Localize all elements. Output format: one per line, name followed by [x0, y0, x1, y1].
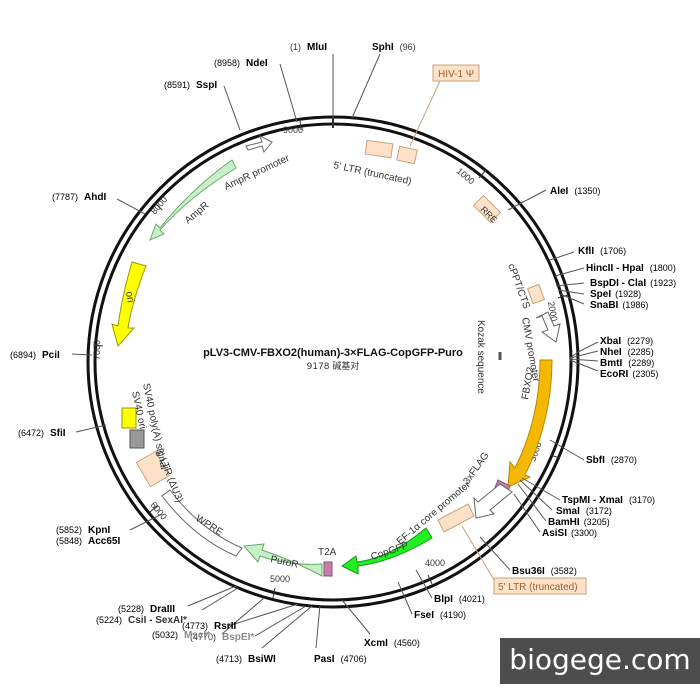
feature-ef1a-box: [437, 503, 475, 533]
feature-copgfp: [341, 527, 433, 575]
enzyme-fsei: FseI(4190): [414, 610, 466, 621]
enzyme-snabi: SnaBI(1986): [590, 300, 648, 311]
enzyme-sbfi: SbfI(2870): [586, 455, 637, 466]
feature-puror: [242, 543, 323, 577]
label-ampr: AmpR: [183, 200, 211, 226]
enzyme-sfii: (6472)SfiI: [18, 428, 66, 439]
label-puror: PuroR: [269, 554, 299, 571]
feature-rre: [472, 194, 502, 224]
enzyme-blpi: BlpI(4021): [434, 594, 485, 605]
enzyme-pcii: (6894)PciI: [10, 350, 60, 361]
feature-ori: [111, 261, 147, 348]
tick-label-5000: 5000: [270, 574, 290, 584]
enzyme-sspi: (8591)SspI: [164, 80, 217, 91]
watermark-text: biogege.com: [509, 643, 691, 676]
feature-5ltr-b: [396, 145, 418, 165]
enzyme-ahdi: (7787)AhdI: [52, 192, 106, 203]
feature-ampr: [149, 159, 237, 241]
feature-fbxo2: [507, 359, 553, 488]
enzyme-sphi: SphI(96): [372, 42, 416, 53]
label-5ltr2: 5' LTR (truncated): [498, 582, 578, 593]
label-hiv1: HIV-1 Ψ: [438, 69, 474, 80]
callout-5ltr2-box: [493, 577, 587, 595]
ticks: [92, 117, 569, 599]
feature-wpre: [161, 489, 243, 557]
enzyme-acc65i: (5848)Acc65I: [56, 536, 120, 547]
label-fbxo2: FBXO2: [520, 366, 537, 401]
tick-label-9000: 9000: [283, 125, 303, 135]
plasmid-name: pLV3-CMV-FBXO2(human)-3×FLAG-CopGFP-Puro: [203, 347, 463, 359]
enzyme-kfli: KflI(1706): [578, 246, 626, 257]
plasmid-size: 9178 碱基对: [307, 360, 360, 372]
enzyme-nhei: NheI(2285): [600, 347, 654, 358]
enzyme-bspei: (4770)BspEI*: [190, 632, 254, 643]
label-kozak: Kozak sequence: [475, 320, 486, 394]
label-copgfp: CopGFP: [370, 540, 411, 563]
enzyme-xmai: TspMI - XmaI(3170): [562, 495, 655, 506]
label-ampr-promoter: AmpR promoter: [223, 153, 292, 193]
label-ori: ori: [123, 291, 136, 304]
feature-cppt: [526, 283, 546, 305]
feature-cmv-promoter: [535, 311, 561, 343]
enzyme-xbai: XbaI(2279): [600, 336, 653, 347]
enzyme-draiii: (5228)DraIII: [118, 604, 175, 615]
label-t2a: T2A: [318, 547, 337, 558]
watermark: biogege.com: [500, 638, 700, 684]
enzyme-spei: SpeI(1928): [590, 289, 641, 300]
enzyme-alei: AleI(1350): [550, 186, 600, 197]
feature-5ltr-a: [364, 139, 394, 159]
feature-sv40ori: [121, 407, 137, 429]
enzyme-xcmi: XcmI(4560): [364, 638, 420, 649]
enzyme-ndei: (8958)NdeI: [214, 58, 268, 69]
feature-3ltr: [135, 450, 171, 488]
enzyme-rsrii: (4773)RsrII: [182, 621, 236, 632]
tick-label-7000: 7000: [92, 340, 102, 360]
enzyme-ecori: EcoRI(2305): [600, 369, 658, 380]
enzymes: (1)MluI SphI(96) AleI(1350) KflI(1706) H…: [10, 42, 676, 665]
enzyme-bsiwi: (4713)BsiWI: [216, 654, 276, 665]
tick-label-4000: 4000: [425, 558, 445, 568]
enzyme-bsu36i: Bsu36I(3582): [512, 566, 577, 577]
callout-hiv1-box: [432, 64, 480, 82]
enzyme-clai: BspDI - ClaI(1923): [590, 278, 676, 289]
enzyme-sexai: (5224)CsiI - SexAI*: [96, 615, 187, 626]
enzyme-kpni: (5852)KpnI: [56, 525, 110, 536]
feature-t2a: [323, 561, 333, 577]
features: [111, 135, 561, 577]
enzyme-hpai: HincII - HpaI(1800): [586, 263, 676, 274]
feature-sv40polya: [129, 429, 145, 449]
enzyme-bmti: BmtI(2289): [600, 358, 654, 369]
enzyme-pasi: PasI(4706): [314, 654, 367, 665]
enzyme-asisi: AsiSI(3300): [542, 528, 597, 539]
callout-hiv1-line: [409, 80, 441, 147]
enzyme-mlui: (1)MluI: [290, 42, 327, 53]
label-cppt: cPPT/CTS: [505, 262, 532, 310]
feature-ef1a: [473, 483, 513, 519]
enzyme-msci: (5032)MscI*: [152, 630, 210, 641]
enzyme-bamhi: BamHI(3205): [548, 517, 610, 528]
label-5ltr: 5' LTR (truncated): [332, 160, 412, 187]
feature-ampr-promoter: [245, 135, 273, 154]
enzyme-lines: [71, 53, 599, 649]
enzyme-smai: SmaI(3172): [556, 506, 612, 517]
callout-5ltr2-line: [461, 525, 495, 581]
